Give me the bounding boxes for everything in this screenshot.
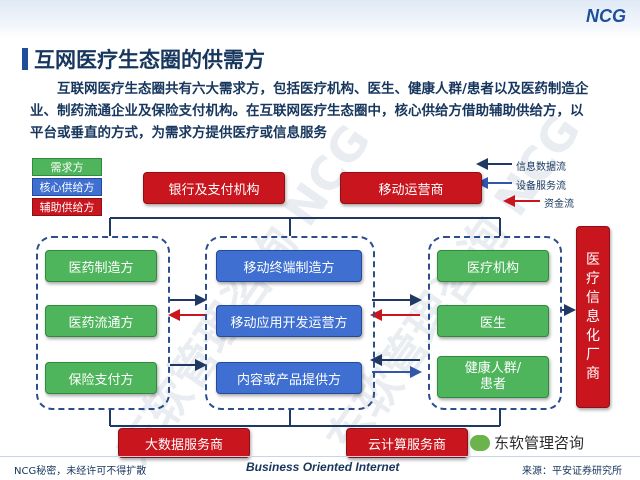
mobile-device-maker-box: 移动终端制造方 (216, 250, 362, 282)
medical-institution-box: 医疗机构 (437, 250, 549, 282)
pharma-distributor-box: 医药流通方 (45, 305, 157, 337)
demand-group-right (428, 236, 562, 410)
mobile-app-operator-box: 移动应用开发运营方 (216, 305, 362, 337)
content-provider-box: 内容或产品提供方 (216, 362, 362, 394)
footer-slogan: Business Oriented Internet (246, 460, 400, 474)
flow-label-fund: 资金流 (544, 199, 574, 210)
big-data-provider-box: 大数据服务商 (118, 428, 250, 458)
title-accent (22, 48, 28, 70)
cloud-provider-box: 云计算服务商 (346, 428, 468, 458)
page-title: 互网医疗生态圈的供需方 (34, 48, 265, 72)
healthy-people-patients-box: 健康人群/ 患者 (437, 356, 549, 398)
bank-payment-box: 银行及支付机构 (143, 172, 285, 204)
description-text: 互联网医疗生态圈共有六大需求方，包括医疗机构、医生、健康人群/患者以及医药制造企… (30, 81, 589, 141)
doctor-box: 医生 (437, 305, 549, 337)
legend-aux: 辅助供给方 (32, 198, 102, 216)
mobile-operator-box: 移动运营商 (340, 172, 482, 204)
legend-core: 核心供给方 (32, 178, 102, 196)
flow-label-device: 设备服务流 (516, 181, 566, 192)
core-group-center (205, 236, 375, 410)
header-band (0, 0, 640, 38)
insurance-payer-box: 保险支付方 (45, 362, 157, 394)
wechat-name: 东软管理咨询 (494, 434, 585, 452)
flow-label-info: 信息数据流 (516, 162, 566, 173)
pharma-manufacturer-box: 医药制造方 (45, 250, 157, 282)
wechat-icon (470, 434, 490, 451)
footer-confidential: NCG秘密，未经许可不得扩散 (14, 466, 147, 477)
legend-demand: 需求方 (32, 158, 102, 176)
wechat-badge: 东软管理咨询 (470, 432, 584, 453)
demand-group-left (36, 236, 170, 410)
medical-it-vendor-box: 医 疗 信 息 化 厂 商 (576, 226, 610, 408)
brand-logo: NCG (586, 6, 626, 26)
footer-source: 来源：平安证券研究所 (522, 466, 622, 477)
footer-divider (0, 456, 640, 457)
